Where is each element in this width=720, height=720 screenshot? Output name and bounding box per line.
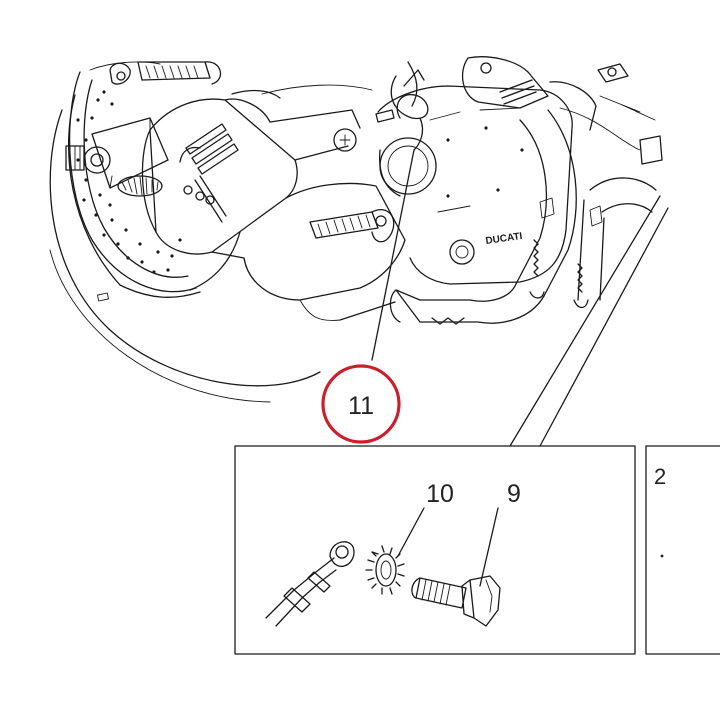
flange-screw <box>411 575 501 627</box>
engine-case: DUCATI <box>377 85 573 285</box>
rear-wheel <box>49 61 321 403</box>
leader-screw <box>479 507 499 587</box>
exhaust-headers <box>389 109 657 324</box>
upper-bracket <box>461 56 663 165</box>
passenger-footpeg <box>309 209 395 243</box>
callout-number-9: 9 <box>507 480 521 508</box>
engine-brand-logo: DUCATI <box>485 231 523 247</box>
brake-disc-holes <box>76 90 182 274</box>
exhaust-collector <box>211 128 406 321</box>
leader-lines <box>371 149 669 447</box>
ground-cable-loop <box>375 61 429 151</box>
callout-number-2-partial: 2 <box>654 464 666 489</box>
exhaust-springs <box>431 239 589 325</box>
heat-shield-slots <box>185 123 239 175</box>
detail-inset: 10 9 <box>234 445 636 655</box>
leader-washer <box>397 507 425 557</box>
brake-disc <box>68 71 197 302</box>
ground-cable <box>265 541 355 627</box>
exhaust-silencer <box>141 84 373 255</box>
callout-number-11: 11 <box>348 392 374 420</box>
side-panel-partial: 2 <box>645 445 720 655</box>
callout-number-10: 10 <box>426 480 454 508</box>
serrated-washer <box>365 545 405 595</box>
rear-hub <box>65 117 169 197</box>
highlight-circle <box>321 364 401 444</box>
ring-terminal-hole <box>335 545 349 559</box>
rider-footpeg <box>109 61 222 85</box>
